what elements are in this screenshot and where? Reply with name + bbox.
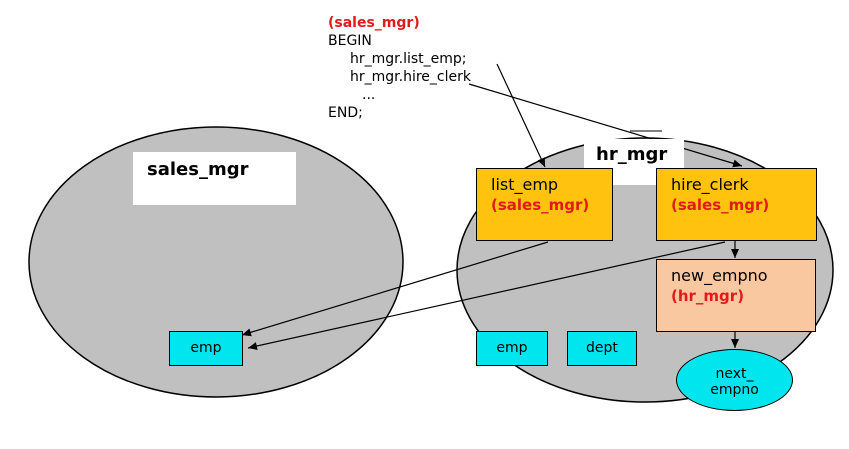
code-line-list-emp: hr_mgr.list_emp; <box>350 51 467 67</box>
code-begin: BEGIN <box>328 33 372 49</box>
procedure-list-emp-name: list_emp <box>491 175 559 194</box>
code-line-ellipsis: ... <box>362 87 376 103</box>
function-new-empno-name: new_empno <box>671 266 768 285</box>
schema-sales-mgr-ellipse <box>28 126 404 398</box>
procedure-hire-clerk-name: hire_clerk <box>671 175 749 194</box>
procedure-list-emp[interactable]: list_emp (sales_mgr) <box>476 168 613 241</box>
sequence-next-empno[interactable]: next_ empno <box>676 349 793 411</box>
procedure-list-emp-owner: (sales_mgr) <box>491 196 590 214</box>
arrow-code-to-list-emp <box>496 63 546 168</box>
function-new-empno[interactable]: new_empno (hr_mgr) <box>656 259 816 332</box>
code-block: (sales_mgr) BEGIN hr_mgr.list_emp; hr_mg… <box>328 14 471 122</box>
code-end: END; <box>328 105 363 121</box>
function-new-empno-owner: (hr_mgr) <box>671 287 745 305</box>
sequence-next-empno-line1: next_ <box>715 366 754 382</box>
sequence-next-empno-line2: empno <box>710 382 759 398</box>
arrow-list-emp-to-emp <box>241 241 549 337</box>
procedure-hire-clerk-owner: (sales_mgr) <box>671 196 770 214</box>
table-emp-sales-mgr[interactable]: emp <box>169 331 243 366</box>
code-line-hire-clerk: hr_mgr.hire_clerk <box>350 69 471 85</box>
arrow-code-to-hire-clerk <box>468 83 743 168</box>
procedure-hire-clerk[interactable]: hire_clerk (sales_mgr) <box>656 168 817 241</box>
code-owner-header: (sales_mgr) <box>328 15 420 31</box>
arrow-hire-clerk-to-emp <box>247 241 726 350</box>
table-dept-hr-mgr[interactable]: dept <box>567 331 637 366</box>
schema-label-sales-mgr: sales_mgr <box>133 152 296 205</box>
table-emp-hr-mgr[interactable]: emp <box>476 331 548 366</box>
